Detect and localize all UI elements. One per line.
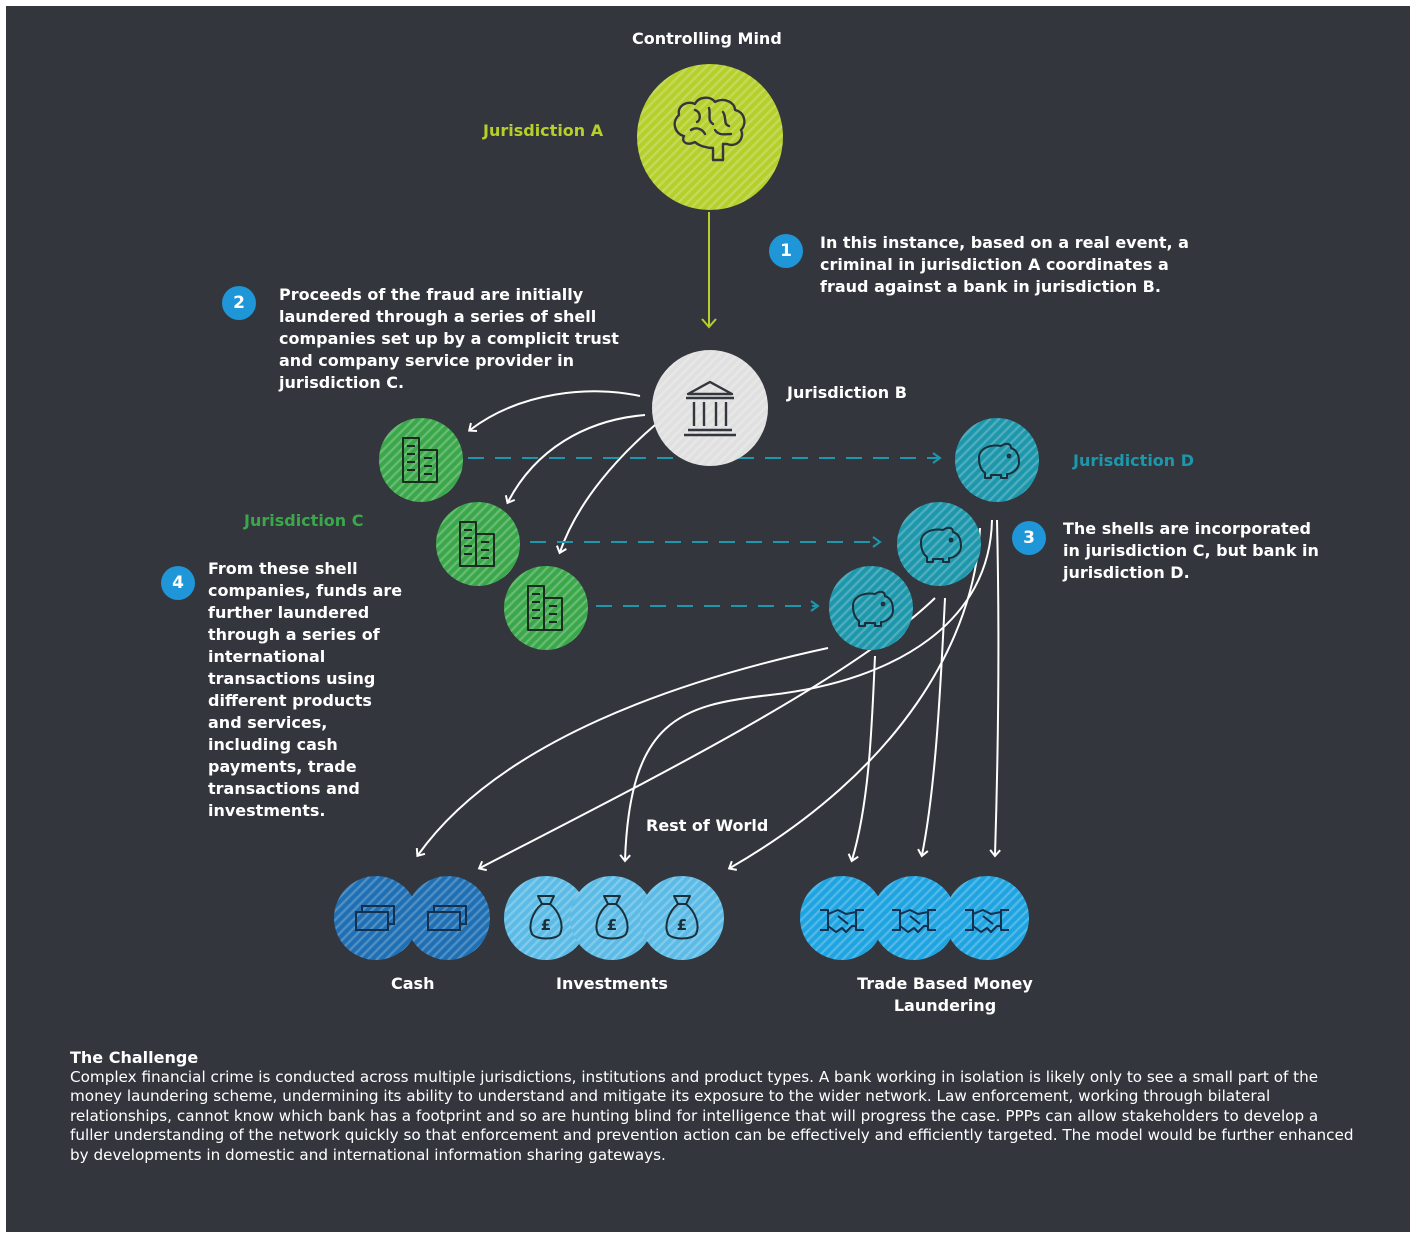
step-1-text: In this instance, based on a real event,… — [820, 233, 1189, 296]
office-building-icon — [459, 521, 495, 567]
shell-company-node — [379, 418, 463, 502]
rest-of-world-label: Rest of World — [646, 816, 769, 835]
banknotes-icon — [355, 905, 395, 931]
arrow-b-to-c1 — [467, 390, 641, 432]
stripe-texture — [955, 418, 1039, 502]
stripe-texture — [829, 566, 913, 650]
arrow-d1-to-trade3 — [989, 519, 1001, 858]
bank-node-jurisdiction-b — [652, 350, 768, 466]
stripe-texture — [570, 876, 654, 960]
stripe-texture — [406, 876, 490, 960]
arrow-d1-to-rest — [727, 527, 981, 871]
pound-symbol-icon: £ — [607, 916, 617, 934]
stripe-texture — [897, 502, 981, 586]
offshore-bank-node — [897, 502, 981, 586]
money-bag-pound-icon: £ — [665, 895, 699, 940]
brain-icon — [673, 96, 746, 162]
handshake-icon — [820, 909, 864, 933]
step-1-badge: 1 — [769, 234, 803, 268]
offshore-bank-node — [955, 418, 1039, 502]
arrow-b-to-c2 — [504, 414, 646, 505]
banknotes-icon — [427, 905, 467, 931]
step-2-badge: 2 — [222, 286, 256, 320]
office-building-icon — [402, 437, 438, 483]
step-3-badge: 3 — [1012, 521, 1046, 555]
pound-symbol-icon: £ — [677, 916, 687, 934]
piggy-bank-icon — [920, 526, 962, 563]
trade-node — [872, 876, 956, 960]
jurisdiction-a-label: Jurisdiction A — [483, 121, 604, 140]
stripe-texture — [637, 64, 783, 210]
offshore-bank-node — [829, 566, 913, 650]
step-2-text: Proceeds of the fraud are initially laun… — [279, 285, 619, 392]
stripe-texture — [945, 876, 1029, 960]
shell-company-node — [504, 566, 588, 650]
trade-node — [945, 876, 1029, 960]
handshake-icon — [892, 909, 936, 933]
shell-company-node — [436, 502, 520, 586]
arrow-b-to-c3 — [555, 424, 656, 555]
challenge-body: Complex financial crime is conducted acr… — [70, 1067, 1354, 1164]
handshake-icon — [965, 909, 1009, 933]
cash-label: Cash — [391, 974, 435, 993]
step-4-badge: 4 — [161, 566, 195, 600]
office-building-icon — [527, 585, 563, 631]
jurisdiction-d-label: Jurisdiction D — [1073, 451, 1195, 470]
pound-symbol-icon: £ — [541, 916, 551, 934]
jurisdiction-b-label: Jurisdiction B — [787, 383, 907, 402]
money-bag-pound-icon: £ — [595, 895, 629, 940]
step-4-text: From these shell companies, funds are fu… — [208, 559, 403, 820]
stripe-texture — [652, 350, 768, 466]
step-3-text: The shells are incorporated in jurisdict… — [1063, 519, 1319, 582]
arrow-d3-to-trade1 — [847, 655, 876, 863]
piggy-bank-icon — [852, 590, 894, 627]
money-bag-pound-icon: £ — [529, 895, 563, 940]
tbml-label: Trade Based Money Laundering — [857, 974, 1033, 1015]
cash-node — [334, 876, 418, 960]
trade-node — [800, 876, 884, 960]
challenge-section: The Challenge Complex financial crime is… — [70, 1048, 1360, 1165]
arrow-d3-to-cash1 — [415, 647, 829, 858]
jurisdiction-c-label: Jurisdiction C — [244, 511, 364, 530]
piggy-bank-icon — [978, 442, 1020, 479]
diagram-panel — [6, 6, 1410, 1232]
controlling-mind-title: Controlling Mind — [632, 29, 782, 48]
stripe-texture — [640, 876, 724, 960]
arrow-d2-to-trade2 — [917, 597, 946, 858]
controlling-mind-node — [637, 64, 783, 210]
investments-node: £ — [640, 876, 724, 960]
bank-building-icon — [684, 380, 736, 437]
challenge-title: The Challenge — [70, 1048, 199, 1067]
cash-node — [406, 876, 490, 960]
investments-label: Investments — [556, 974, 668, 993]
